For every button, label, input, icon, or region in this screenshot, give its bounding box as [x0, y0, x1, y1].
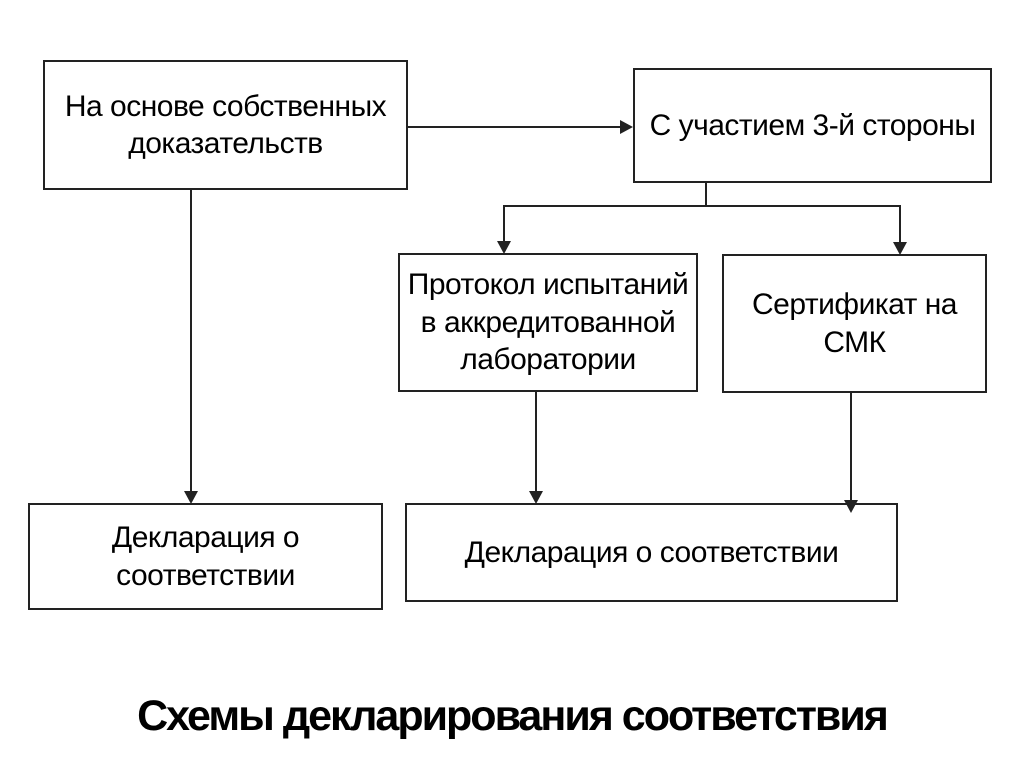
diagram-title: Схемы декларирования соответствия	[137, 692, 889, 740]
connector-branch-to-qms	[899, 205, 901, 243]
connector-qms-to-declaration	[850, 393, 852, 501]
node-test-protocol: Протокол испытаний в аккредитованной лаб…	[398, 253, 698, 392]
node-own-evidence: На основе собственных доказательств	[43, 60, 408, 190]
connector-branch-to-protocol	[503, 205, 505, 242]
node-declaration-left-label: Декларация о соответствии	[111, 521, 300, 592]
connector-own-to-third	[408, 126, 621, 128]
arrow-down-icon	[529, 491, 543, 504]
node-third-party-label: С участием 3-й стороны	[649, 108, 976, 142]
node-test-protocol-label: Протокол испытаний в аккредитованной лаб…	[407, 268, 689, 377]
node-qms-certificate: Сертификат на СМК	[722, 254, 987, 393]
connector-branch-horizontal	[503, 205, 901, 207]
node-qms-certificate-label: Сертификат на СМК	[752, 288, 957, 359]
arrow-down-icon	[497, 241, 511, 254]
arrow-down-icon	[184, 491, 198, 504]
connector-third-party-stub	[705, 183, 707, 206]
node-own-evidence-label: На основе собственных доказательств	[64, 89, 387, 161]
node-declaration-left: Декларация о соответствии	[28, 503, 383, 610]
arrow-down-icon	[893, 242, 907, 255]
connector-protocol-to-declaration	[535, 392, 537, 492]
arrow-right-icon	[620, 120, 633, 134]
node-third-party: С участием 3-й стороны	[633, 68, 992, 183]
node-declaration-wide: Декларация о соответствии	[405, 503, 898, 602]
arrow-down-icon	[844, 500, 858, 513]
connector-own-to-declaration	[190, 190, 192, 491]
node-declaration-wide-label: Декларация о соответствии	[464, 535, 839, 569]
